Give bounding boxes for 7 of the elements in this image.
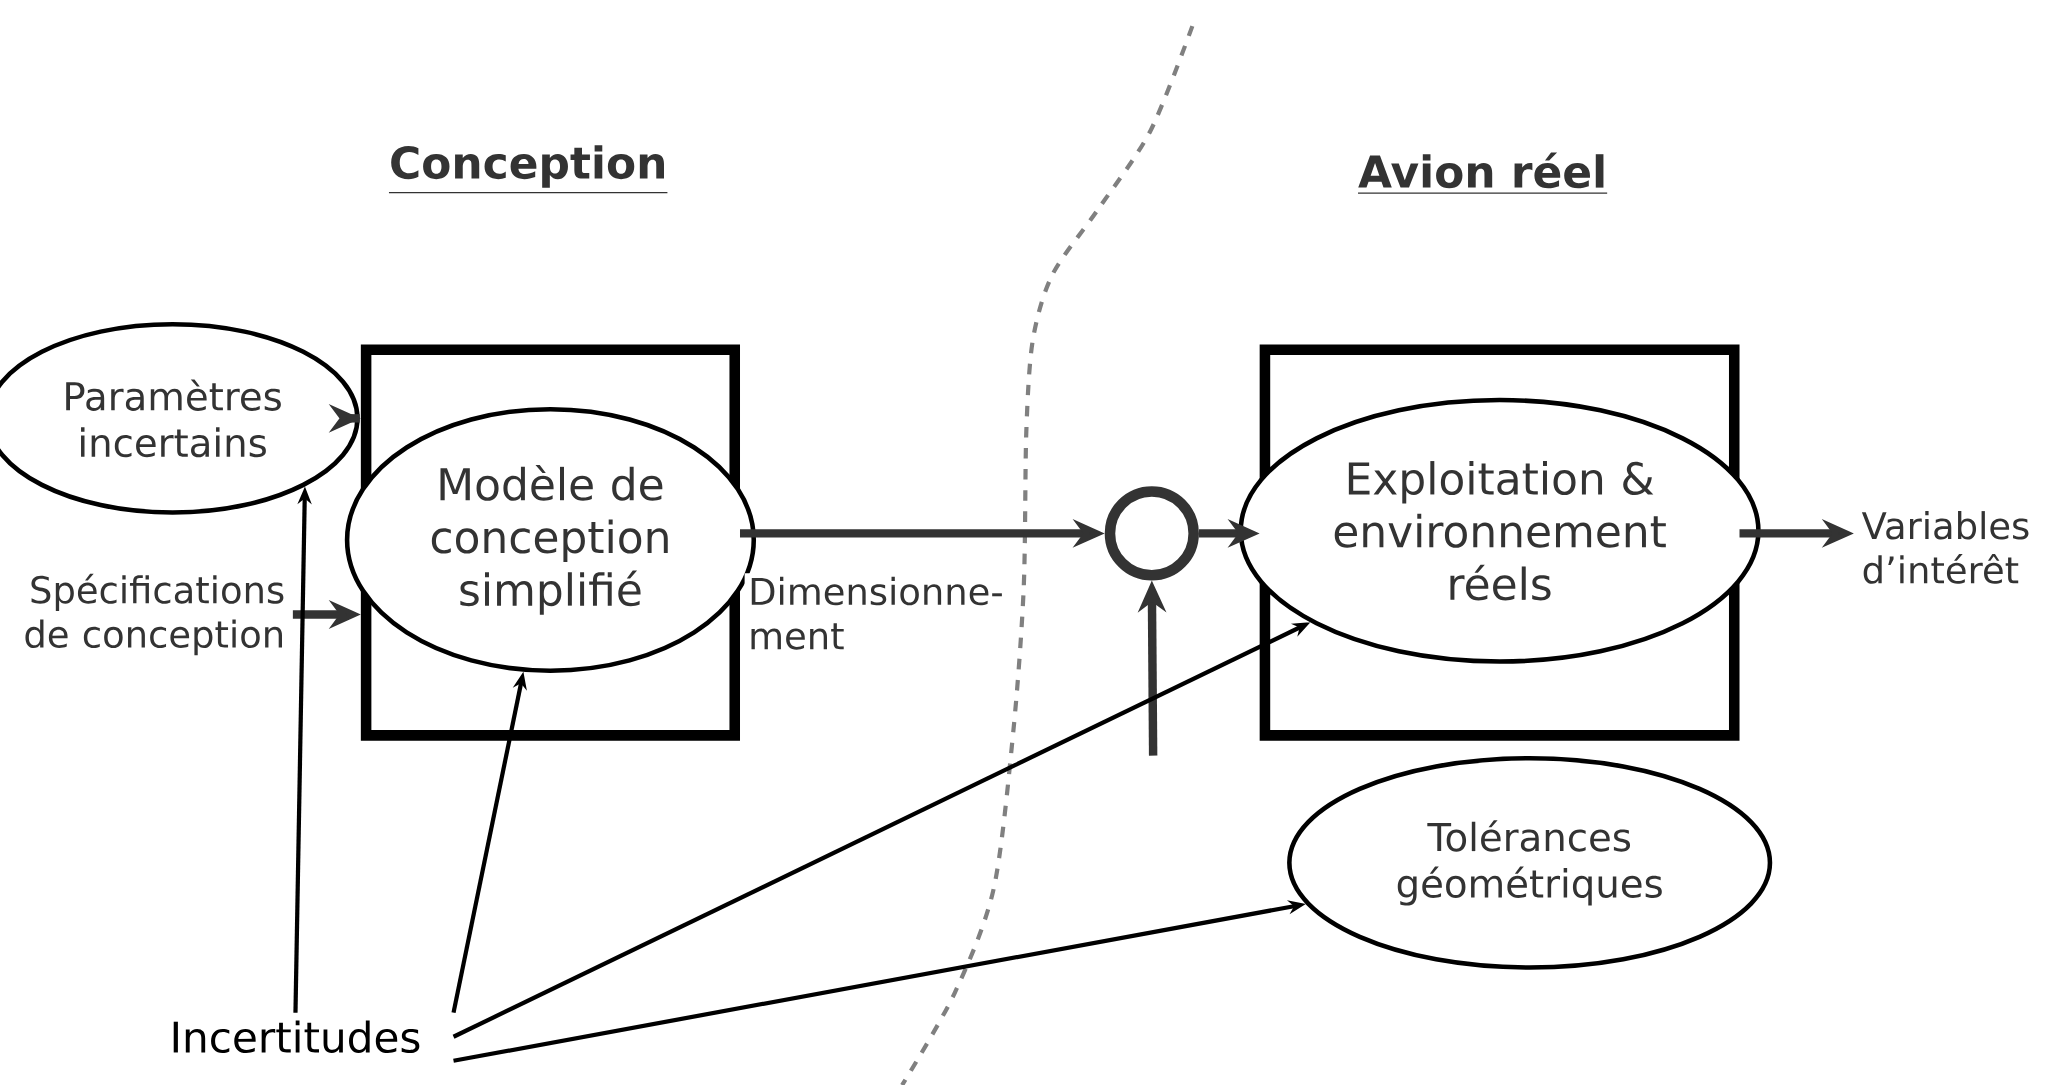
uncertainty-label: Incertitudes	[173, 1020, 420, 1054]
output-label: Variables d’intérêt	[1861, 511, 2029, 584]
edge-label: Dimensionne-ment	[744, 573, 1012, 654]
summing-circle	[1104, 486, 1199, 581]
section-heading: Avion réel	[1357, 152, 1608, 194]
section-heading: Conception	[388, 145, 669, 194]
input-label: Spécifications de conception	[25, 573, 284, 656]
